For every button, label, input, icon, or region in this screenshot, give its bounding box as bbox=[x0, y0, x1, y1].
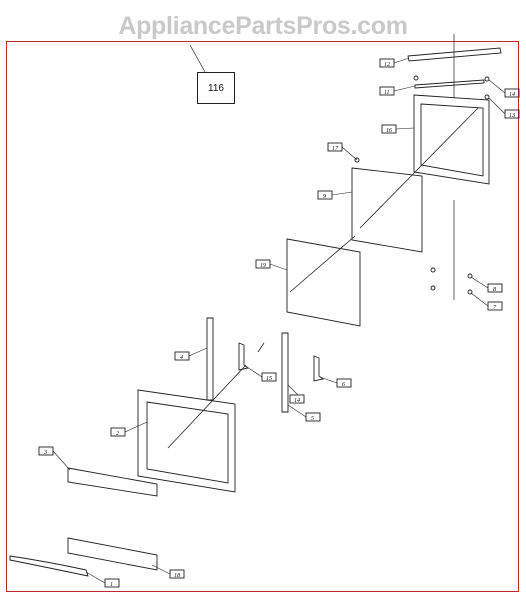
part-1-trim bbox=[9, 555, 89, 577]
callout-12: 12 bbox=[384, 62, 390, 68]
callout-19: 19 bbox=[260, 263, 266, 269]
callout-15: 15 bbox=[266, 376, 272, 382]
callout-14: 14 bbox=[509, 91, 515, 98]
part-4-rail bbox=[206, 317, 214, 401]
callout-9: 9 bbox=[323, 194, 326, 200]
callout-13: 13 bbox=[509, 113, 515, 119]
diagram-frame bbox=[6, 41, 519, 592]
part-16-inner-frame bbox=[413, 94, 490, 185]
part-3-panel bbox=[67, 467, 158, 497]
callout-8: 8 bbox=[493, 287, 496, 293]
callout-16: 16 bbox=[386, 128, 392, 134]
part-15-hinge bbox=[238, 342, 250, 371]
part-6-hinge bbox=[313, 355, 325, 382]
callout-7: 7 bbox=[493, 305, 497, 311]
callout-3: 3 bbox=[43, 450, 47, 456]
assembly-reference-box: 116 bbox=[197, 72, 235, 104]
part-2-outer-door bbox=[137, 389, 236, 493]
callout-14b: 14 bbox=[294, 397, 300, 404]
callout-17: 17 bbox=[332, 146, 339, 152]
part-11-bar bbox=[414, 79, 485, 89]
callout-18: 18 bbox=[174, 573, 180, 579]
part-19-glass bbox=[286, 238, 361, 327]
callout-6: 6 bbox=[342, 382, 345, 388]
part-18-panel bbox=[67, 537, 158, 571]
callout-5: 5 bbox=[311, 416, 314, 422]
site-watermark: AppliancePartsPros.com bbox=[118, 12, 408, 40]
callout-11: 11 bbox=[384, 90, 390, 96]
part-5-rail bbox=[281, 332, 289, 413]
callout-4: 4 bbox=[180, 354, 183, 361]
part-12-top-trim bbox=[407, 47, 502, 62]
part-9-glass bbox=[351, 167, 423, 253]
callout-1: 1 bbox=[110, 582, 113, 588]
callout-2: 2 bbox=[116, 431, 119, 437]
